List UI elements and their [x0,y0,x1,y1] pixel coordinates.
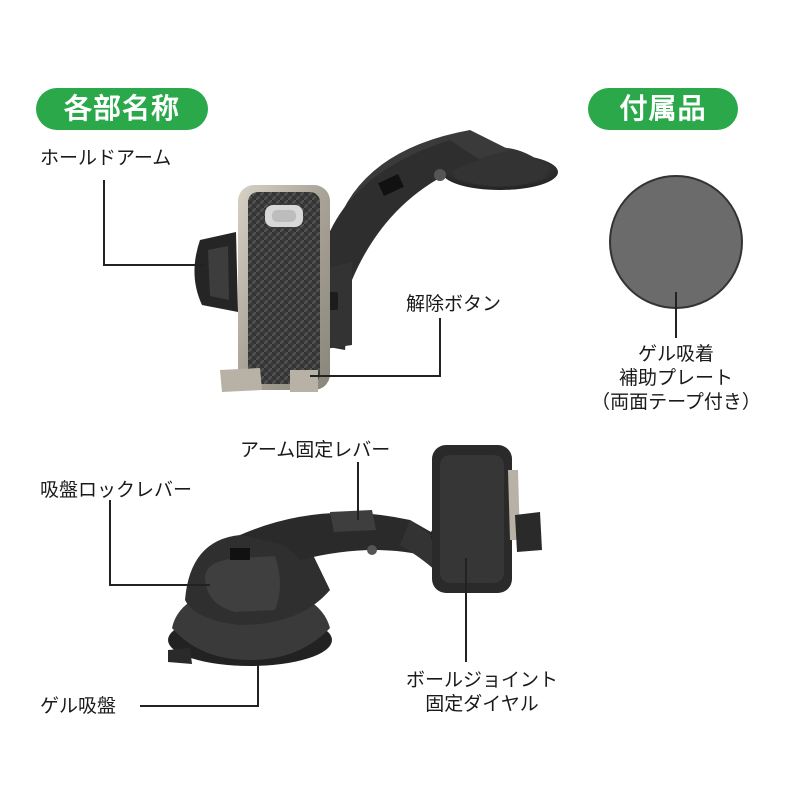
accessories-header: 付属品 [588,88,738,130]
label-suction-lock-lever: 吸盤ロックレバー [40,479,193,501]
plate-line3: （両面テープ付き） [591,391,761,413]
holder-top-device [194,130,558,392]
ball-joint-line1: ボールジョイント [405,669,558,691]
holder-bottom-device [168,445,542,666]
adhesive-plate [609,175,743,309]
plate-line2: 補助プレート [618,367,733,389]
leader-lines-top [103,180,441,377]
label-release-button: 解除ボタン [406,293,502,315]
label-arm-lock-lever: アーム固定レバー [240,439,391,461]
ball-joint-line2: 固定ダイヤル [425,693,539,715]
plate-line1: ゲル吸着 [637,343,714,365]
leader-lines-bottom [109,462,467,707]
label-gel-suction: ゲル吸盤 [40,695,117,717]
label-adhesive-plate: ゲル吸着 補助プレート （両面テープ付き） [586,342,766,414]
label-hold-arm: ホールドアーム [40,147,172,169]
parts-header: 各部名称 [36,88,208,130]
label-ball-joint-dial: ボールジョイント 固定ダイヤル [392,668,572,716]
